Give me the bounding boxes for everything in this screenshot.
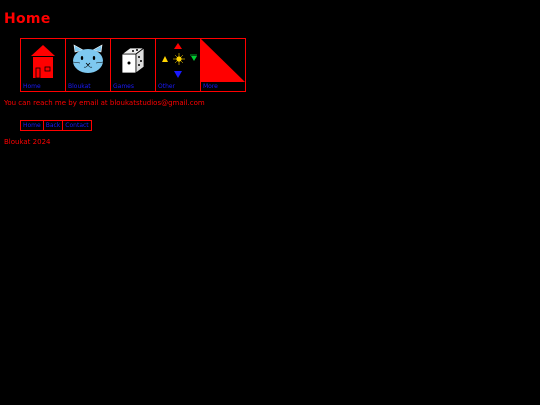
nav-tiles: Home Bloukat (20, 38, 246, 92)
house-icon (21, 39, 65, 82)
back-button[interactable]: Back (42, 120, 64, 131)
tile-more[interactable]: More (200, 38, 246, 92)
tile-home[interactable]: Home (20, 38, 66, 92)
tile-games[interactable]: Games (110, 38, 156, 92)
dice-icon (111, 39, 155, 82)
arrows-icon (156, 39, 200, 82)
tile-label[interactable]: Bloukat (68, 83, 91, 90)
contact-text: You can reach me by email at bloukatstud… (4, 99, 205, 107)
home-button[interactable]: Home (20, 120, 44, 131)
tile-label[interactable]: Games (113, 83, 134, 90)
tile-label[interactable]: More (203, 83, 218, 90)
tile-other[interactable]: Other (155, 38, 201, 92)
tile-label[interactable]: Home (23, 83, 41, 90)
contact-button[interactable]: Contact (62, 120, 92, 131)
button-row: Home Back Contact (20, 120, 92, 131)
cat-icon (66, 39, 110, 82)
footer-text: Bloukat 2024 (4, 138, 51, 146)
tile-label[interactable]: Other (158, 83, 176, 90)
page-title: Home (4, 11, 51, 27)
triangle-icon (201, 39, 245, 82)
tile-bloukat[interactable]: Bloukat (65, 38, 111, 92)
